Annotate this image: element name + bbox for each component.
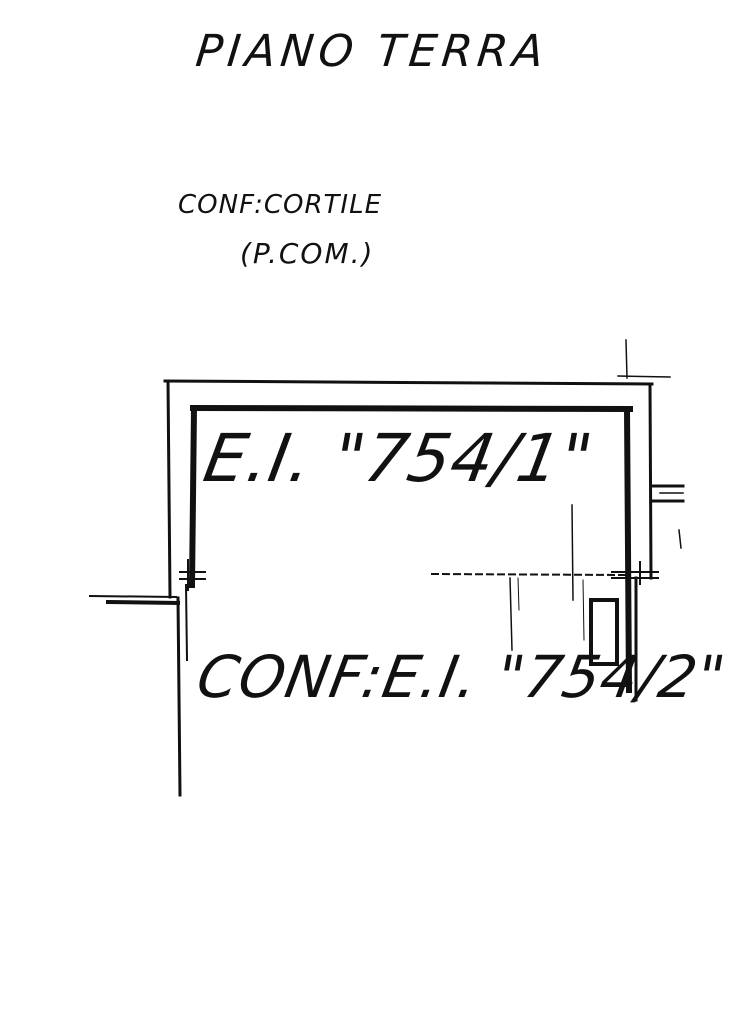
left-stub-wall-b xyxy=(105,599,181,606)
floor-plan-sheet: PIANO TERRA CONF:CORTILE (P.COM.) xyxy=(88,26,731,797)
tick-line-a xyxy=(571,504,574,601)
left-lower-wall-b xyxy=(184,583,189,662)
boundary-south-label: CONF:E.I. "754/2" xyxy=(192,643,731,711)
registration-mark-v xyxy=(625,339,628,379)
inner-wall-right xyxy=(623,405,633,694)
left-stub-wall-a xyxy=(88,594,178,599)
far-right-tick xyxy=(678,529,682,549)
inner-wall-top xyxy=(189,404,634,413)
tick-line-c xyxy=(517,577,520,611)
left-lower-wall-a xyxy=(176,596,182,797)
partition-dotted xyxy=(430,572,627,577)
registration-mark-h xyxy=(617,375,671,378)
small-box-right xyxy=(589,598,619,666)
boundary-north-sublabel: (P.COM.) xyxy=(240,237,375,270)
floor-plan-drawing xyxy=(88,339,685,797)
tick-line-d xyxy=(582,579,585,641)
inner-wall-left xyxy=(188,404,198,589)
boundary-north-label: CONF:CORTILE xyxy=(178,190,383,220)
outer-wall-left xyxy=(166,379,172,599)
outer-wall-top xyxy=(163,379,654,386)
outer-wall-right xyxy=(648,382,653,580)
tick-line-b xyxy=(509,577,513,651)
unit-label: E.I. "754/1" xyxy=(198,420,599,497)
